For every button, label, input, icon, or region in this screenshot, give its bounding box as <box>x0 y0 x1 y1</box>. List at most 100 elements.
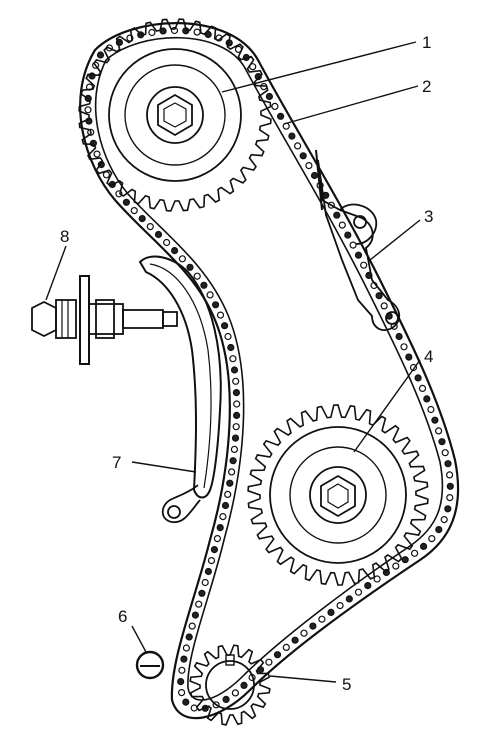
chain-link-pin <box>226 479 234 487</box>
chain-link-pin <box>349 241 357 249</box>
chain-link-pin <box>138 215 146 223</box>
chain-link-pin <box>411 549 419 557</box>
chain-link-pin <box>405 353 413 361</box>
callout-labels: 1 2 3 4 5 6 7 8 <box>60 33 433 694</box>
callout-4: 4 <box>424 347 433 366</box>
chain-link-pin <box>435 525 443 534</box>
chain-link-pin <box>444 505 452 513</box>
chain-link-pin <box>130 207 138 215</box>
chain-link-pin <box>224 490 232 498</box>
chain-link-pin <box>201 578 209 587</box>
chain-link-pin <box>93 150 101 158</box>
camshaft-sprocket <box>78 18 272 212</box>
leader-lines <box>45 41 421 683</box>
callout-1: 1 <box>422 33 431 52</box>
chain-link-pin <box>265 658 273 666</box>
damper-bracket-top <box>339 203 378 245</box>
chain-link-pin <box>186 263 194 271</box>
chain-link-pin <box>271 102 279 111</box>
chain-link-pin <box>435 427 443 435</box>
tensioner-shoe-inner-edge <box>149 263 212 489</box>
chain-link-pin <box>182 698 190 706</box>
leader-line-6 <box>131 625 147 653</box>
chain-link-pin <box>273 651 282 659</box>
callout-5: 5 <box>342 675 351 694</box>
chain-link-pin <box>212 301 220 309</box>
leader-line-1 <box>221 41 417 93</box>
chain-link-pin <box>163 238 171 247</box>
chain-link-pin <box>441 449 449 457</box>
crankshaft-hub <box>205 660 255 710</box>
chain-link-pin <box>233 411 241 419</box>
chain-link-pin <box>360 261 368 269</box>
chain-link-pin <box>231 434 240 442</box>
crankshaft-sprocket <box>189 644 271 726</box>
leader-line-2 <box>283 85 419 125</box>
chain-link-pin <box>282 643 290 652</box>
intermediate-bolt-washer <box>327 483 349 509</box>
chain-inner-edge <box>94 36 444 701</box>
camshaft-hub-ring-mid <box>124 64 226 166</box>
chain-link-pin <box>327 608 335 617</box>
callout-2: 2 <box>422 77 431 96</box>
chain-link-pin <box>195 600 203 608</box>
leader-line-7 <box>131 461 197 473</box>
plunger-cap <box>55 299 77 339</box>
chain-link-pin <box>364 581 372 590</box>
plunger-collar <box>95 299 115 339</box>
chain-link-pin <box>418 384 427 392</box>
callout-7: 7 <box>112 453 121 472</box>
chain-link-pin <box>277 112 285 120</box>
chain-link-pin <box>224 332 232 341</box>
chain-link-pin <box>265 92 273 101</box>
chain-link-pin <box>420 542 428 551</box>
tensioner-shoe-body <box>138 255 222 499</box>
chain-link-pin <box>400 343 408 351</box>
chain-link-pin <box>229 355 237 363</box>
plunger-tip <box>162 311 178 327</box>
chain-link-pin <box>414 374 422 382</box>
chain-link-pin <box>345 595 353 603</box>
damper-bolt-hole-top <box>353 215 367 229</box>
chain-link-pin <box>178 666 186 674</box>
chain-link-pin <box>198 589 206 597</box>
chain-link-pin <box>204 567 212 576</box>
plunger-body <box>88 303 124 335</box>
chain-link-pin <box>230 445 238 453</box>
chain-link-pin <box>182 644 190 652</box>
chain-link-pin <box>232 423 240 431</box>
chain-link-pin <box>373 575 381 583</box>
chain-link-pin <box>178 255 186 263</box>
damper-tip <box>315 149 323 211</box>
chain-outer-edge <box>79 22 460 720</box>
camshaft-bolt-head <box>157 93 193 137</box>
chain-link-pin <box>191 611 199 619</box>
chain-link-pin <box>431 416 439 424</box>
intermediate-sprocket-teeth <box>247 404 429 586</box>
leader-line-3 <box>369 219 421 261</box>
chain-link-pin <box>232 389 240 397</box>
chain-link-pin <box>206 291 214 299</box>
chain-link-pin <box>185 633 193 641</box>
chain-link-pin <box>216 311 225 319</box>
chain-link-pin <box>446 494 454 502</box>
chain-link-pin <box>233 400 241 408</box>
chain-link-pin <box>446 471 454 479</box>
tensioner-shoe <box>138 255 222 524</box>
chain-link-pin <box>444 460 452 468</box>
chain-link-pin <box>338 221 346 229</box>
chain-link-pin <box>310 171 319 180</box>
chain-link-pin <box>227 343 235 352</box>
tensioner-plunger <box>31 275 178 365</box>
tensioner-pivot-hole <box>167 505 181 519</box>
leader-line-4 <box>353 359 421 453</box>
chain-link-pin <box>200 281 208 289</box>
chain-link-pin <box>89 139 98 147</box>
chain-link-pin <box>299 152 307 160</box>
chain-link-pin <box>193 272 201 280</box>
chain-link-pin <box>294 142 302 150</box>
leader-line-5 <box>269 675 337 683</box>
chain-link-pin <box>305 162 313 170</box>
chain-link-pin <box>392 562 400 570</box>
